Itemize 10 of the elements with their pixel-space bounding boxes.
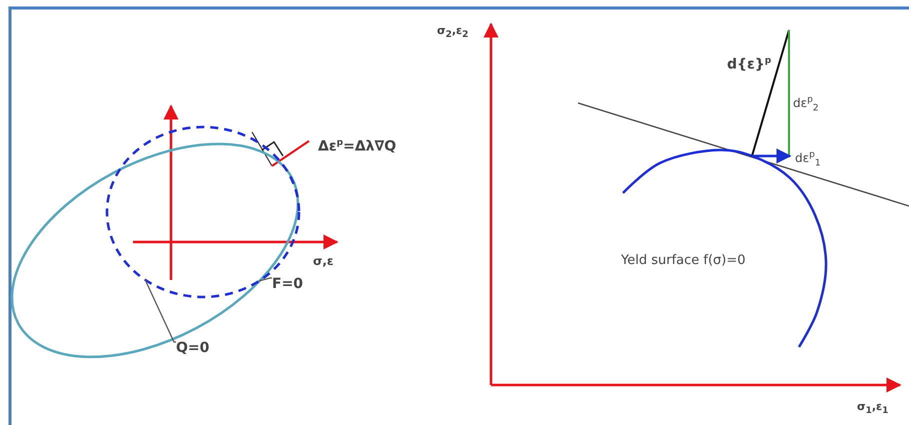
axis-label: σ$_{1}$,ε$_{1}$ (857, 400, 888, 417)
curve-label: Q=0 (176, 341, 210, 355)
formula-label: Δε$^{p}$=Δλ∇Q (318, 138, 396, 156)
leader-line (144, 280, 176, 343)
vector-label: d{ε}$^{p}$ (727, 56, 772, 74)
curve-label: Yeld surface f(σ)=0 (621, 253, 746, 269)
axis-label: σ,ε (313, 254, 334, 268)
curve-label: F=0 (272, 277, 304, 291)
leader-line (259, 277, 272, 282)
axis-label: σ$_{2}$,ε$_{2}$ (437, 24, 468, 41)
